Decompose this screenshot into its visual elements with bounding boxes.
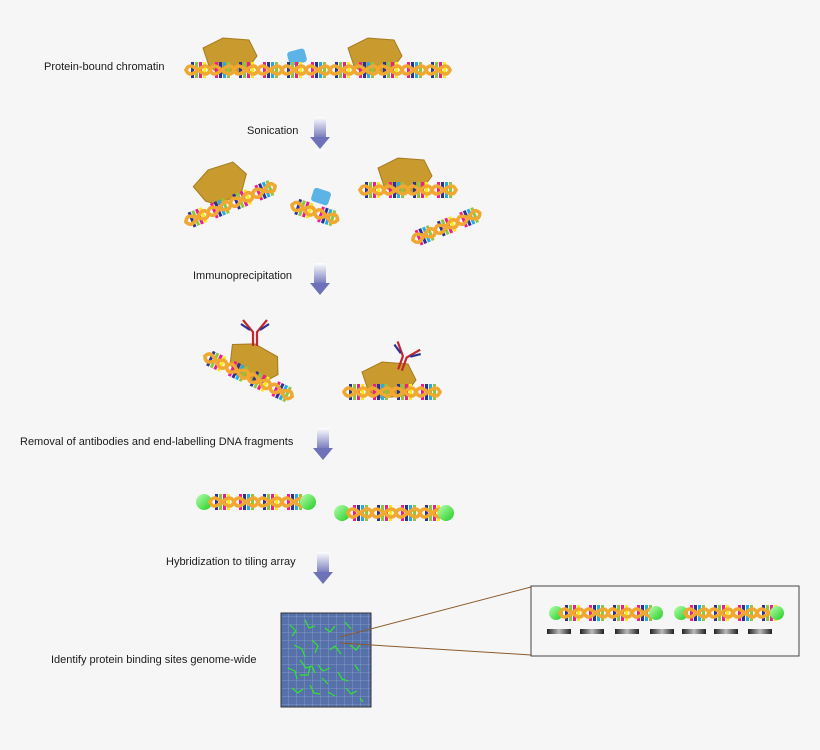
arrow-down-icon	[313, 428, 333, 460]
step-label-identify: Identify protein binding sites genome-wi…	[51, 654, 257, 666]
step-label-chromatin: Protein-bound chromatin	[44, 61, 165, 73]
chromatin-dna	[184, 37, 452, 80]
label-bead-icon	[196, 494, 212, 510]
sonicated-fragment	[408, 203, 485, 250]
antibody-icon	[239, 318, 271, 348]
step-label-immunoprecipitation: Immunoprecipitation	[193, 270, 293, 282]
label-bead-icon	[549, 606, 563, 620]
zoom-line	[339, 642, 532, 656]
small-protein-icon	[311, 187, 331, 206]
step-label-sonication: Sonication	[247, 125, 299, 137]
labelled-fragment	[196, 492, 316, 512]
array-probes	[547, 629, 772, 634]
label-bead-icon	[674, 606, 688, 620]
step-label-removal: Removal of antibodies and end-labelling …	[20, 436, 294, 448]
label-bead-icon	[438, 505, 454, 521]
label-bead-icon	[334, 505, 350, 521]
sonicated-fragment	[181, 156, 280, 232]
hybridized-fragment	[674, 603, 784, 623]
array-zoom-inset	[530, 585, 800, 657]
label-bead-icon	[649, 606, 663, 620]
tiling-array-icon	[280, 612, 372, 708]
arrow-down-icon	[313, 552, 333, 584]
label-bead-icon	[770, 606, 784, 620]
arrow-down-icon	[310, 117, 330, 149]
hybridized-fragment	[549, 603, 663, 623]
sonicated-fragment	[358, 157, 458, 200]
labelled-fragment	[334, 503, 454, 523]
zoom-line	[339, 586, 532, 638]
label-bead-icon	[300, 494, 316, 510]
small-protein-icon	[287, 48, 307, 66]
arrow-down-icon	[310, 263, 330, 295]
step-label-hybridization: Hybridization to tiling array	[166, 556, 296, 568]
sonicated-fragment	[287, 187, 342, 230]
ip-complex	[342, 361, 442, 402]
